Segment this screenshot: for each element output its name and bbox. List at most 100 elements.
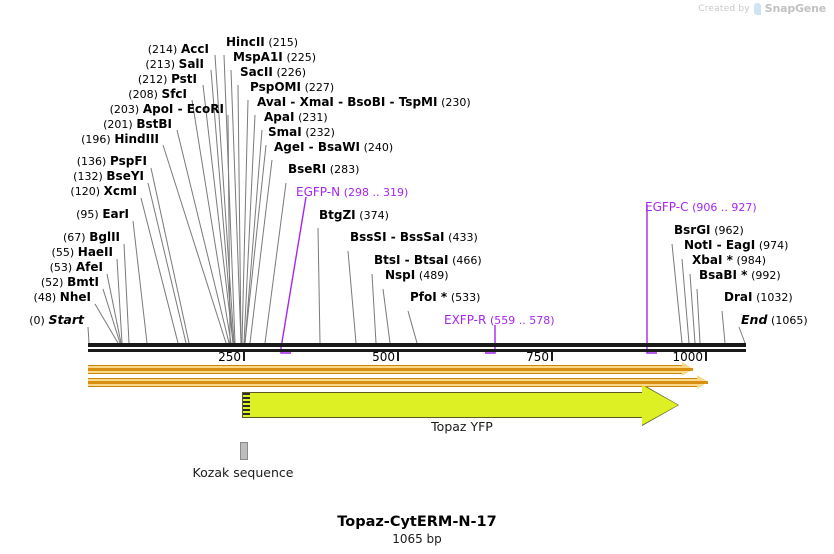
leader-line-sfcI (191, 99, 232, 344)
orf-arrow-2-core (88, 381, 697, 384)
ruler-bar-top (88, 343, 746, 347)
site-label-mspA1I[interactable]: MspA1I (225) (233, 50, 317, 64)
ruler-bar-bottom (88, 349, 746, 352)
leader-line-afeI (106, 273, 122, 344)
watermark-brand-label: SnapGene (764, 2, 826, 15)
ruler-tick-500 (397, 352, 399, 361)
terminal-label-end[interactable]: End (1065) (741, 312, 808, 327)
site-label-bssSI-bssSaI[interactable]: BssSI - BssSaI (433) (350, 230, 478, 244)
leader-line-end (738, 326, 746, 344)
site-label-haeII[interactable]: (55) HaeII (51, 245, 113, 259)
leader-line-pfoI (407, 310, 418, 344)
ruler-label-750: 750 (526, 350, 549, 364)
site-label-accI[interactable]: (214) AccI (147, 42, 209, 56)
feature-box-kozak-sequence[interactable] (240, 442, 248, 460)
ruler-label-1000: 1000 (672, 350, 703, 364)
ruler-tick-250 (243, 352, 245, 361)
cds-arrow-body (242, 392, 644, 418)
site-label-bsrGI[interactable]: BsrGI (962) (674, 223, 744, 237)
leader-line-smaI (244, 144, 267, 344)
site-label-bmtI[interactable]: (52) BmtI (40, 275, 99, 289)
leader-line-mspA1I (230, 69, 242, 344)
primer-label-egfp-n[interactable]: EGFP-N (298 .. 319) (296, 185, 409, 199)
site-label-salI[interactable]: (213) SalI (145, 57, 204, 71)
site-label-earI[interactable]: (95) EarI (76, 207, 129, 221)
feature-label-kozak-sequence: Kozak sequence (192, 465, 294, 480)
leader-line-bseYI (147, 182, 187, 344)
page-title: Topaz-CytERM-N-17 (337, 514, 497, 530)
leader-line-pspFI (150, 167, 190, 344)
site-label-xbaI[interactable]: XbaI * (984) (692, 253, 767, 267)
cds-arrow-topaz-yfp[interactable] (242, 384, 679, 426)
site-label-xcmI[interactable]: (120) XcmI (70, 184, 137, 198)
site-label-pspOMI[interactable]: PspOMI (227) (250, 80, 335, 94)
sequence-length-label: 1065 bp (392, 532, 442, 546)
site-label-sacII[interactable]: SacII (226) (240, 65, 307, 79)
site-label-bglII[interactable]: (67) BglII (62, 230, 120, 244)
feature-label-topaz-yfp: Topaz YFP (431, 419, 493, 434)
site-label-apoI-ecoRI[interactable]: (203) ApoI - EcoRI (109, 102, 224, 116)
site-label-bseRI[interactable]: BseRI (283) (288, 162, 360, 176)
leader-line-draI (721, 310, 726, 344)
leader-line-accI (214, 54, 235, 344)
leader-line-notI-eagI (681, 258, 690, 344)
primer-bracket-egfp-n (280, 196, 307, 354)
leader-line-nspI (382, 288, 391, 344)
orf-arrow-1-headline (682, 368, 693, 371)
site-label-afeI[interactable]: (53) AfeI (49, 260, 103, 274)
cds-left-edge-dots-icon (243, 393, 250, 417)
orf-arrow-1[interactable] (88, 362, 693, 376)
leader-line-bglII (123, 243, 130, 344)
site-label-pfoI[interactable]: PfoI * (533) (410, 290, 481, 304)
leader-line-sacII (237, 84, 242, 344)
site-label-ageI-bsaWI[interactable]: AgeI - BsaWI (240) (274, 140, 394, 154)
leader-line-bstBI (176, 129, 230, 344)
orf-arrow-2[interactable] (88, 375, 708, 389)
site-label-bstBI[interactable]: (201) BstBI (103, 117, 172, 131)
sequence-ruler[interactable] (88, 343, 746, 352)
ruler-label-250: 250 (218, 350, 241, 364)
site-label-btsI-btsaI[interactable]: BtsI - BtsaI (466) (374, 253, 482, 267)
terminal-label-start[interactable]: (0) Start (29, 312, 84, 327)
site-label-sfcI[interactable]: (208) SfcI (128, 87, 187, 101)
primer-label-exfp-r[interactable]: EXFP-R (559 .. 578) (444, 313, 555, 327)
site-label-pspFI[interactable]: (136) PspFI (76, 154, 147, 168)
primer-bracket-egfp-c (646, 205, 657, 354)
leader-line-start (87, 326, 90, 344)
site-label-nspI[interactable]: NspI (489) (385, 268, 449, 282)
site-label-bsaBI[interactable]: BsaBI * (992) (699, 268, 781, 282)
ruler-label-500: 500 (372, 350, 395, 364)
ruler-tick-1000 (705, 352, 707, 361)
leader-line-bsaBI (696, 288, 701, 344)
leader-line-apoI-ecoRI (227, 114, 231, 344)
leader-line-apaI (244, 129, 263, 344)
site-label-avaI-xmaI-bsoBI-tspMI[interactable]: AvaI - XmaI - BsoBI - TspMI (230) (257, 95, 471, 109)
leader-line-hindIII (162, 144, 227, 344)
watermark-created-by-label: Created by (698, 3, 750, 14)
primer-label-egfp-c[interactable]: EGFP-C (906 .. 927) (645, 200, 757, 214)
site-label-hindIII[interactable]: (196) HindIII (81, 132, 159, 146)
leader-line-bssSI (347, 250, 357, 344)
snapgene-logo-icon (753, 2, 761, 15)
leader-line-ageI-bsaWI (249, 159, 273, 344)
leader-line-nheI (94, 303, 119, 344)
site-label-smaI[interactable]: SmaI (232) (268, 125, 335, 139)
leader-line-xbaI (689, 273, 696, 344)
leader-line-haeII (116, 258, 123, 344)
site-label-nheI[interactable]: (48) NheI (33, 290, 91, 304)
ruler-tick-750 (551, 352, 553, 361)
site-label-pstI[interactable]: (212) PstI (137, 72, 197, 86)
site-label-apaI[interactable]: ApaI (231) (264, 110, 328, 124)
site-label-notI-eagI[interactable]: NotI - EagI (974) (684, 238, 789, 252)
leader-line-avaI (243, 114, 256, 344)
site-label-draI[interactable]: DraI (1032) (724, 290, 793, 304)
leader-line-btgZI (317, 227, 321, 344)
leader-line-xcmI (140, 197, 179, 344)
site-label-hincII[interactable]: HincII (215) (226, 35, 298, 49)
leader-line-pstI (202, 84, 234, 344)
site-label-btgZI[interactable]: BtgZI (374) (319, 208, 389, 222)
site-label-bseYI[interactable]: (132) BseYI (73, 169, 144, 183)
orf-arrow-1-core (88, 368, 682, 371)
leader-line-bsrGI (671, 243, 683, 344)
